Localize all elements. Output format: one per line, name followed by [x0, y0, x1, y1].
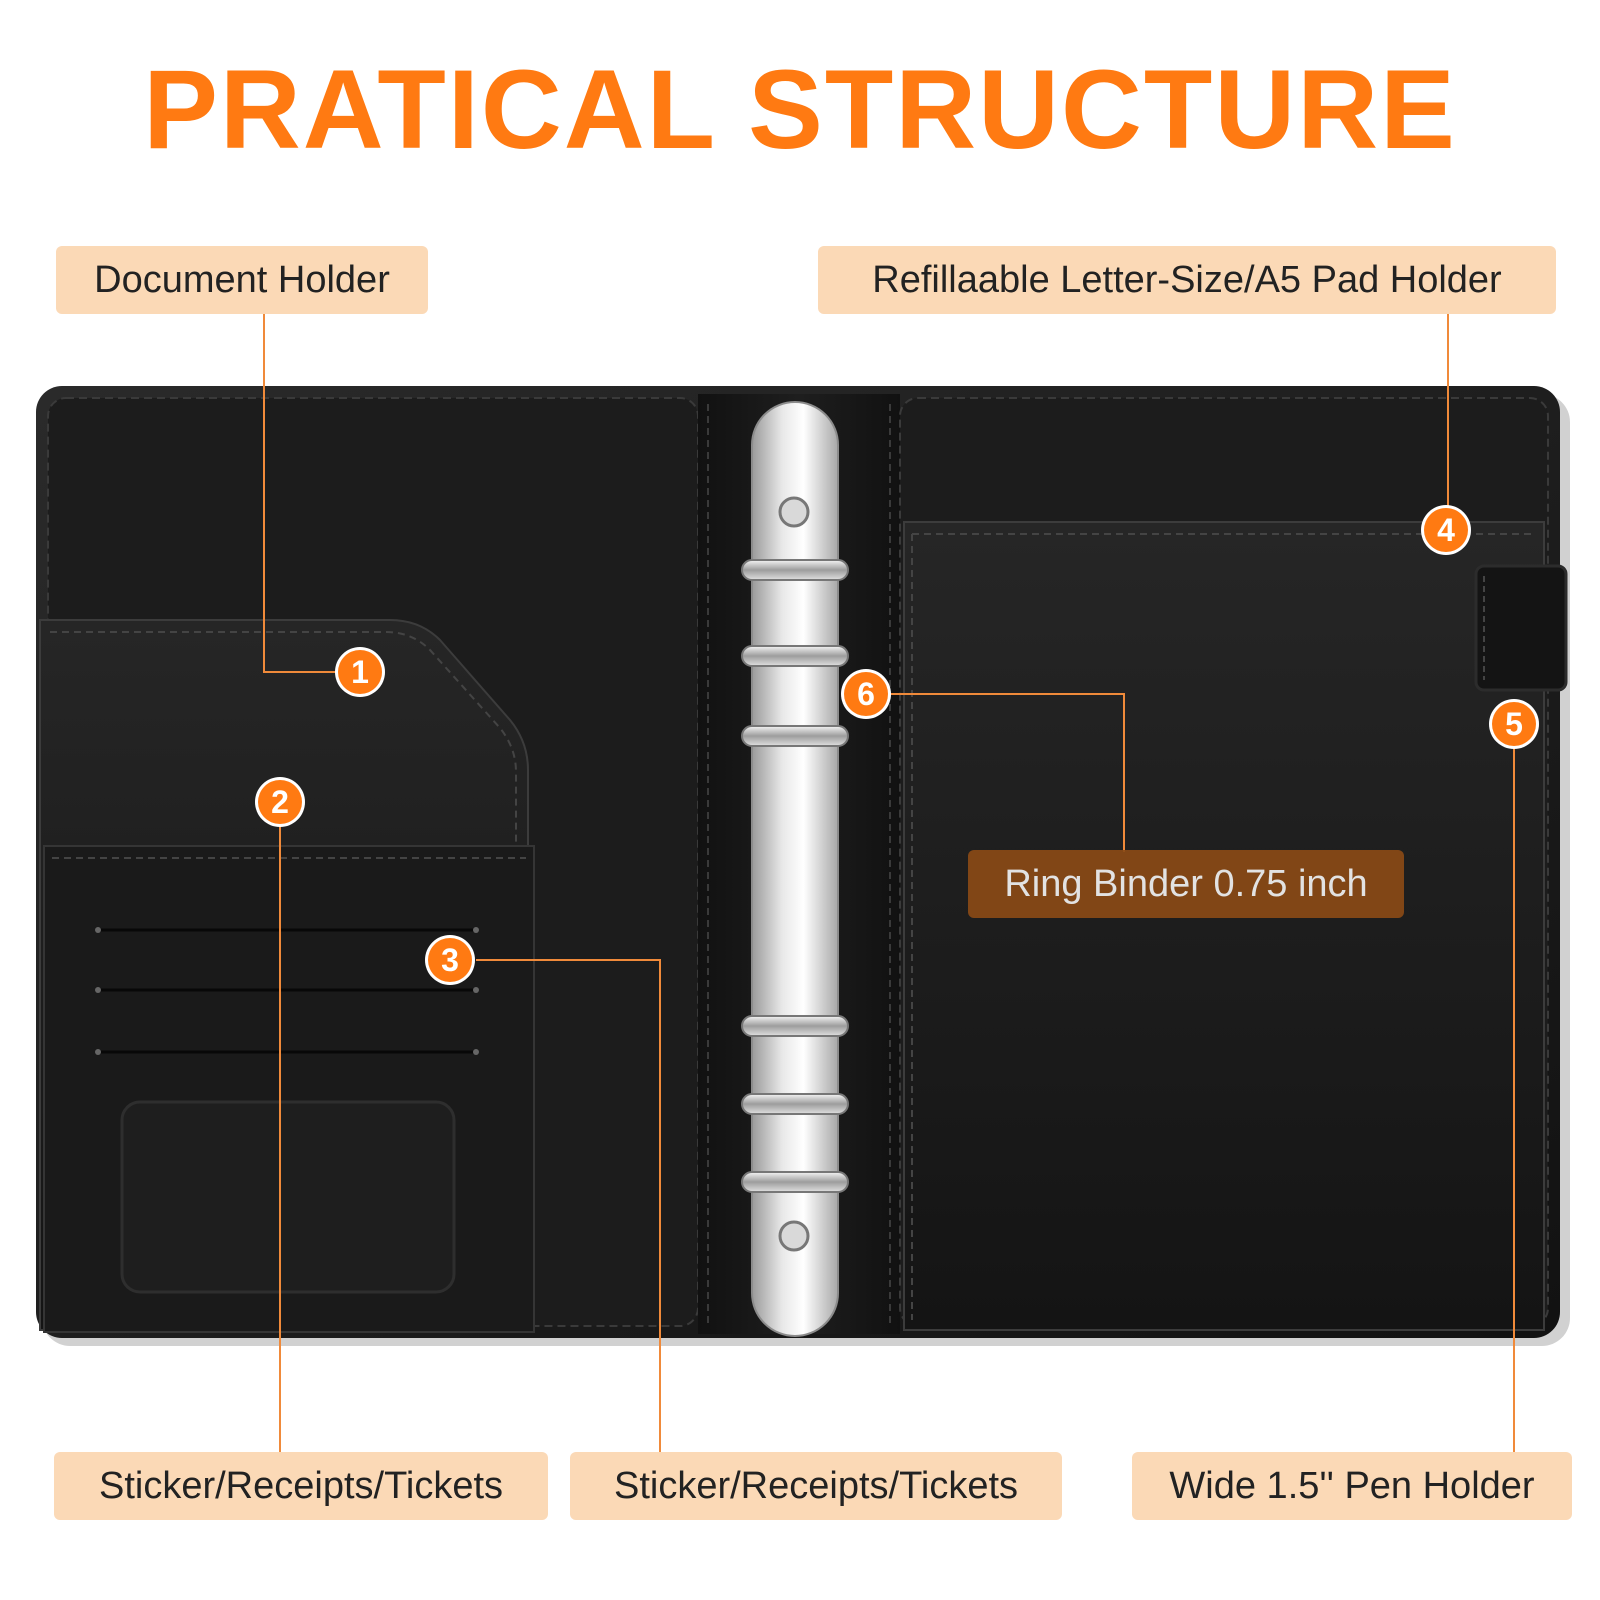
badge-6: 6 — [844, 672, 888, 716]
badge-2: 2 — [258, 780, 302, 824]
callout-lines — [263, 312, 1515, 1454]
badge-1: 1 — [338, 650, 382, 694]
label-pen-holder: Wide 1.5'' Pen Holder — [1132, 1452, 1572, 1520]
page-title: PRATICAL STRUCTURE — [143, 47, 1457, 172]
pen-holder-loop — [1474, 564, 1568, 692]
id-window — [120, 1100, 456, 1294]
ring-binder-mechanism — [751, 401, 839, 1337]
pad-holder-pocket — [903, 521, 1545, 1331]
rivet — [778, 496, 810, 528]
label-document-holder: Document Holder — [56, 246, 428, 314]
badge-4: 4 — [1424, 508, 1468, 552]
badge-3: 3 — [428, 938, 472, 982]
badge-5: 5 — [1492, 702, 1536, 746]
label-pad-holder: Refillaable Letter-Size/A5 Pad Holder — [818, 246, 1556, 314]
binder-rings — [741, 559, 849, 1193]
rivet — [778, 1220, 810, 1252]
label-sticker-receipts-2: Sticker/Receipts/Tickets — [570, 1452, 1062, 1520]
label-sticker-receipts-1: Sticker/Receipts/Tickets — [54, 1452, 548, 1520]
label-ring-binder: Ring Binder 0.75 inch — [968, 850, 1404, 918]
